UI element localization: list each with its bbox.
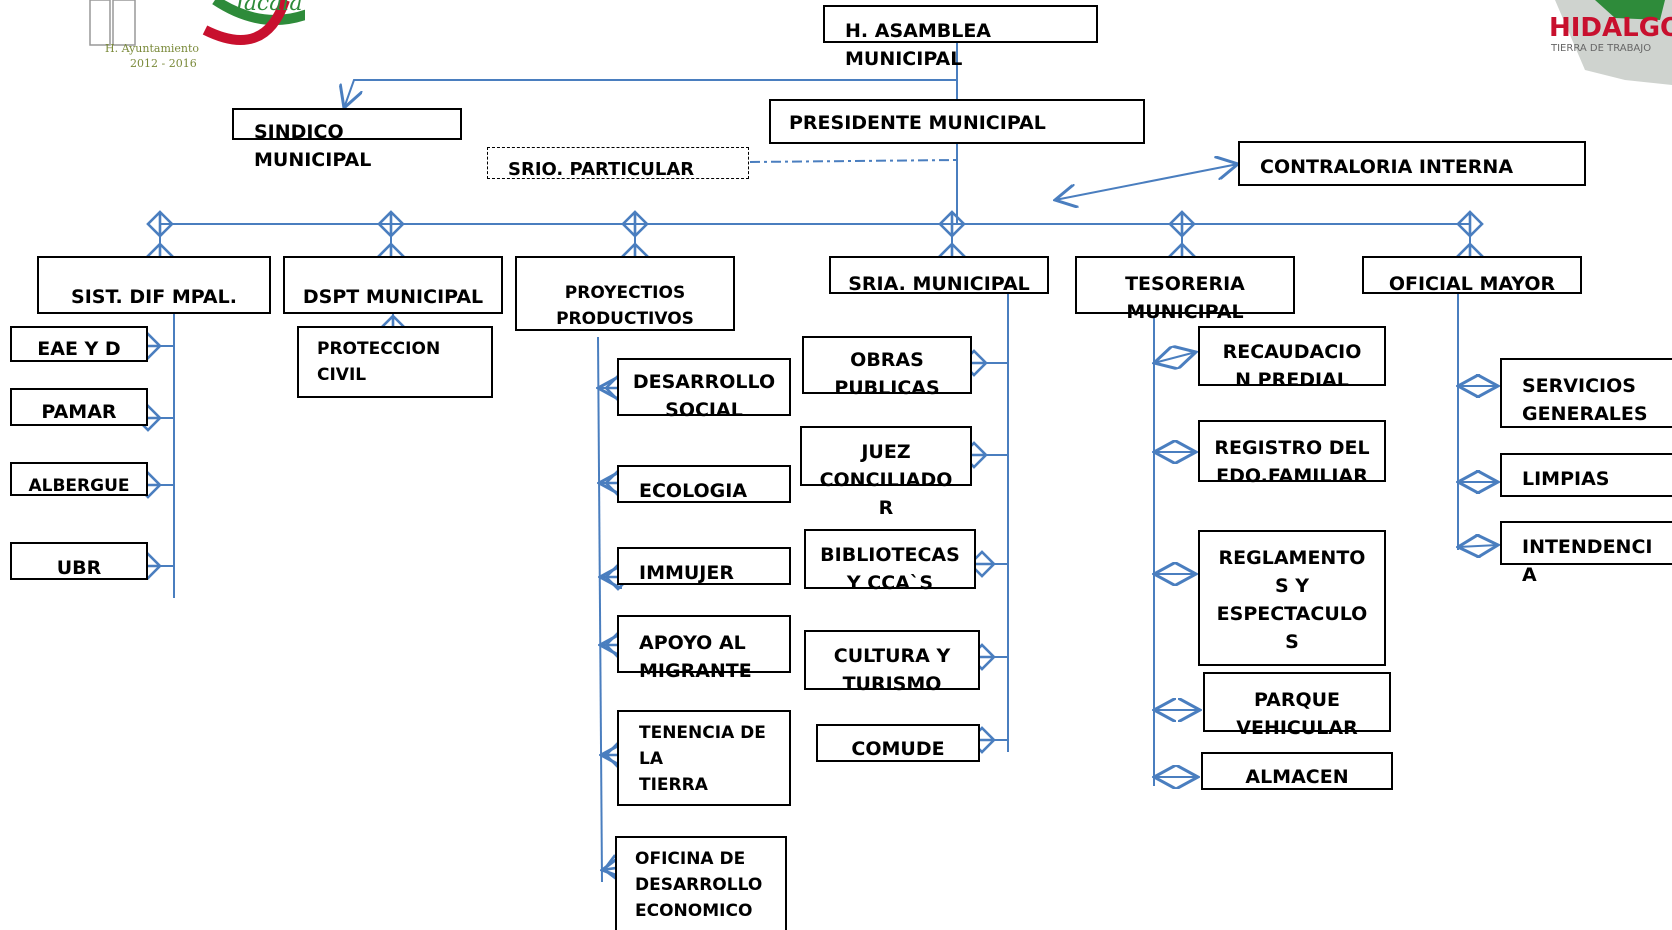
node-presidente-label: PRESIDENTE MUNICIPAL xyxy=(789,112,1046,134)
node-tesoreria-label: TESORERIA MUNICIPAL xyxy=(1125,273,1245,323)
node-limpias: LIMPIAS xyxy=(1500,453,1672,497)
node-eae-label: EAE Y D xyxy=(37,338,121,360)
node-dif: SIST. DIF MPAL. xyxy=(37,256,271,314)
node-limpias-label: LIMPIAS xyxy=(1522,468,1610,490)
node-juez-label: JUEZ CONCILIADO R xyxy=(819,441,953,519)
node-almacen-label: ALMACEN xyxy=(1245,766,1349,788)
node-reglamentos-label: REGLAMENTO S Y ESPECTACULO S xyxy=(1216,547,1368,653)
node-proteccion-label: PROTECCION CIVIL xyxy=(317,339,441,385)
node-albergue-label: ALBERGUE xyxy=(28,476,130,496)
node-dif-label: SIST. DIF MPAL. xyxy=(71,286,237,308)
hidalgo-logo: HIDALGO TIERRA DE TRABAJO xyxy=(1525,0,1672,85)
node-tenencia: TENENCIA DE LA TIERRA xyxy=(617,710,791,806)
node-contraloria-label: CONTRALORIA INTERNA xyxy=(1260,156,1514,178)
node-recaudacion-label: RECAUDACIO N PREDIAL xyxy=(1222,341,1362,391)
node-pamar-label: PAMAR xyxy=(41,401,117,423)
node-proyectos-label: PROYECTIOS PRODUCTIVOS xyxy=(556,283,694,329)
node-oficial: OFICIAL MAYOR xyxy=(1362,256,1582,295)
node-ubr-label: UBR xyxy=(56,557,102,579)
line-contraloria xyxy=(1055,164,1238,200)
line-asamblea-sindico xyxy=(344,79,957,108)
node-immujer: IMMUJER xyxy=(617,547,791,585)
node-obras-label: OBRAS PUBLICAS xyxy=(834,349,940,399)
node-sindico-label: SINDICO MUNICIPAL xyxy=(254,121,372,171)
node-desarrollo-label: DESARROLLO SOCIAL xyxy=(632,371,776,421)
node-immujer-label: IMMUJER xyxy=(639,562,734,584)
node-oficina-label: OFICINA DE DESARROLLO ECONOMICO xyxy=(635,849,763,921)
node-comude-label: COMUDE xyxy=(851,738,945,760)
node-asamblea: H. ASAMBLEA MUNICIPAL xyxy=(823,5,1098,70)
node-servicios: SERVICIOS GENERALES xyxy=(1500,358,1672,428)
node-bibliotecas: BIBLIOTECAS Y CCA`S xyxy=(804,529,976,594)
node-presidente: PRESIDENTE MUNICIPAL xyxy=(769,99,1145,144)
node-tenencia-label: TENENCIA DE LA TIERRA xyxy=(639,723,766,795)
node-pamar: PAMAR xyxy=(10,388,148,426)
node-eae: EAE Y D xyxy=(10,326,148,362)
node-desarrollo: DESARROLLO SOCIAL xyxy=(617,358,791,421)
node-bibliotecas-label: BIBLIOTECAS Y CCA`S xyxy=(820,544,960,594)
node-sria: SRIA. MUNICIPAL xyxy=(829,256,1049,295)
node-reglamentos: REGLAMENTO S Y ESPECTACULO S xyxy=(1198,530,1386,666)
node-cultura: CULTURA Y TURISMO xyxy=(804,630,980,695)
node-tesoreria: TESORERIA MUNICIPAL xyxy=(1075,256,1295,323)
node-migrante-label: APOYO AL MIGRANTE xyxy=(639,632,752,682)
node-parque: PARQUE VEHICULAR xyxy=(1203,672,1391,739)
node-albergue: ALBERGUE xyxy=(10,462,148,496)
node-srio-particular-label: SRIO. PARTICULAR xyxy=(508,159,695,180)
node-parque-label: PARQUE VEHICULAR xyxy=(1236,689,1358,739)
node-sria-label: SRIA. MUNICIPAL xyxy=(848,273,1030,295)
logo-ayuntamiento-text: H. Ayuntamiento xyxy=(105,42,199,55)
col-proyectos xyxy=(597,336,603,883)
node-asamblea-label: H. ASAMBLEA MUNICIPAL xyxy=(845,20,992,70)
node-comude: COMUDE xyxy=(816,724,980,762)
node-ecologia: ECOLOGIA xyxy=(617,465,791,503)
node-intendencia-label: INTENDENCI A xyxy=(1522,536,1653,586)
node-contraloria: CONTRALORIA INTERNA xyxy=(1238,141,1586,186)
ayuntamiento-logo: Jacala H. Ayuntamiento 2012 - 2016 xyxy=(55,0,338,80)
node-dspt: DSPT MUNICIPAL xyxy=(283,256,503,314)
line-srio-particular xyxy=(749,159,958,163)
node-oficial-label: OFICIAL MAYOR xyxy=(1388,273,1556,295)
hidalgo-name: HIDALGO xyxy=(1549,13,1672,43)
logo-years-text: 2012 - 2016 xyxy=(130,57,197,70)
node-dspt-label: DSPT MUNICIPAL xyxy=(302,286,484,308)
node-almacen: ALMACEN xyxy=(1201,752,1393,790)
node-ecologia-label: ECOLOGIA xyxy=(639,480,748,502)
node-sindico: SINDICO MUNICIPAL xyxy=(232,108,462,171)
node-srio-particular: SRIO. PARTICULAR xyxy=(487,147,749,180)
node-cultura-label: CULTURA Y TURISMO xyxy=(833,645,951,695)
node-oficina: OFICINA DE DESARROLLO ECONOMICO xyxy=(615,836,787,930)
hidalgo-tagline: TIERRA DE TRABAJO xyxy=(1550,43,1651,54)
node-intendencia: INTENDENCI A xyxy=(1500,521,1672,586)
node-migrante: APOYO AL MIGRANTE xyxy=(617,615,791,682)
logo-script-text: Jacala xyxy=(231,0,303,16)
node-recaudacion: RECAUDACIO N PREDIAL xyxy=(1198,326,1386,391)
node-proyectos: PROYECTIOS PRODUCTIVOS xyxy=(515,256,735,331)
node-ubr: UBR xyxy=(10,542,148,580)
node-registro-label: REGISTRO DEL EDO.FAMILIAR xyxy=(1214,437,1370,487)
node-juez: JUEZ CONCILIADO R xyxy=(800,426,972,519)
node-obras: OBRAS PUBLICAS xyxy=(802,336,972,399)
node-servicios-label: SERVICIOS GENERALES xyxy=(1522,375,1648,425)
node-proteccion: PROTECCION CIVIL xyxy=(297,326,493,398)
node-registro: REGISTRO DEL EDO.FAMILIAR xyxy=(1198,420,1386,487)
